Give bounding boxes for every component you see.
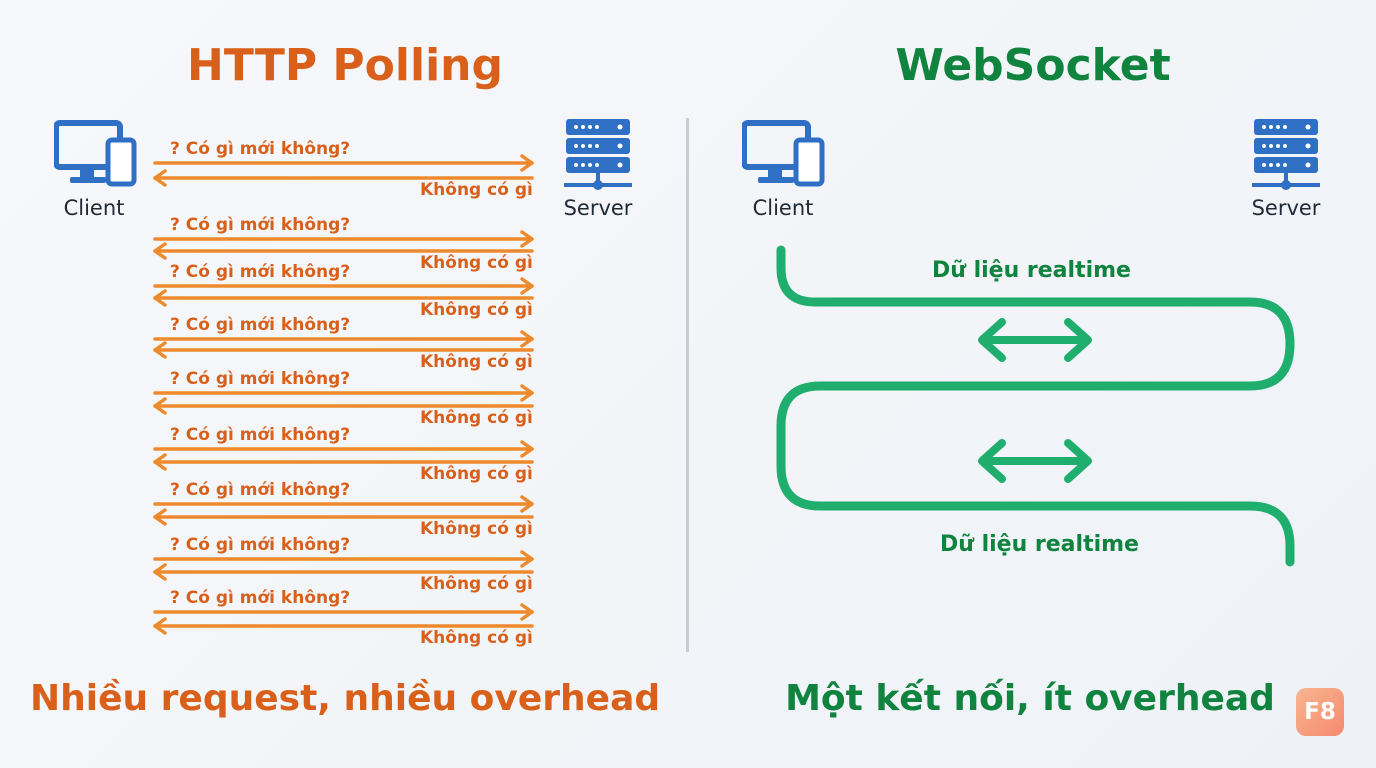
- request-label: ? Có gì mới không?: [170, 262, 351, 282]
- realtime-data-label-top: Dữ liệu realtime: [932, 258, 1131, 283]
- request-arrow: [153, 440, 534, 458]
- response-arrow: [153, 341, 534, 359]
- ws-server-icon: [1252, 119, 1320, 190]
- response-label: Không có gì: [420, 628, 533, 648]
- response-label: Không có gì: [420, 408, 533, 428]
- double-arrow-icon: [978, 439, 1092, 483]
- response-arrow: [153, 242, 534, 260]
- request-arrow: [153, 495, 534, 513]
- request-label: ? Có gì mới không?: [170, 369, 351, 389]
- request-label: ? Có gì mới không?: [170, 535, 351, 555]
- response-label: Không có gì: [420, 352, 533, 372]
- f8-logo: F8: [1296, 688, 1344, 736]
- response-arrow: [153, 169, 534, 187]
- request-label: ? Có gì mới không?: [170, 139, 351, 159]
- request-arrow: [153, 550, 534, 568]
- request-arrow: [153, 603, 534, 621]
- request-arrow: [153, 277, 534, 295]
- response-label: Không có gì: [420, 180, 533, 200]
- response-arrow: [153, 397, 534, 415]
- request-label: ? Có gì mới không?: [170, 315, 351, 335]
- websocket-connection-line: [776, 245, 1295, 567]
- polling-caption: Nhiều request, nhiều overhead: [30, 678, 661, 719]
- ws-client-label: Client: [752, 196, 814, 220]
- request-arrow: [153, 230, 534, 248]
- ws-client-icon: [742, 120, 825, 187]
- websocket-title: WebSocket: [895, 40, 1171, 91]
- websocket-caption: Một kết nối, ít overhead: [785, 678, 1275, 719]
- ws-server-label: Server: [1251, 196, 1321, 220]
- response-label: Không có gì: [420, 519, 533, 539]
- request-label: ? Có gì mới không?: [170, 425, 351, 445]
- request-label: ? Có gì mới không?: [170, 588, 351, 608]
- response-label: Không có gì: [420, 574, 533, 594]
- request-arrow: [153, 154, 534, 172]
- request-arrow: [153, 384, 534, 402]
- response-arrow: [153, 289, 534, 307]
- response-label: Không có gì: [420, 300, 533, 320]
- request-arrow: [153, 330, 534, 348]
- response-label: Không có gì: [420, 464, 533, 484]
- response-label: Không có gì: [420, 253, 533, 273]
- response-arrow: [153, 453, 534, 471]
- server-icon: [564, 119, 632, 190]
- double-arrow-icon: [978, 318, 1092, 362]
- panel-divider: [686, 118, 689, 652]
- response-arrow: [153, 508, 534, 526]
- response-arrow: [153, 563, 534, 581]
- client-icon: [54, 120, 137, 187]
- http-polling-title: HTTP Polling: [187, 40, 503, 91]
- request-label: ? Có gì mới không?: [170, 215, 351, 235]
- request-label: ? Có gì mới không?: [170, 480, 351, 500]
- response-arrow: [153, 617, 534, 635]
- realtime-data-label-bottom: Dữ liệu realtime: [940, 532, 1139, 557]
- server-label: Server: [563, 196, 633, 220]
- client-label: Client: [63, 196, 125, 220]
